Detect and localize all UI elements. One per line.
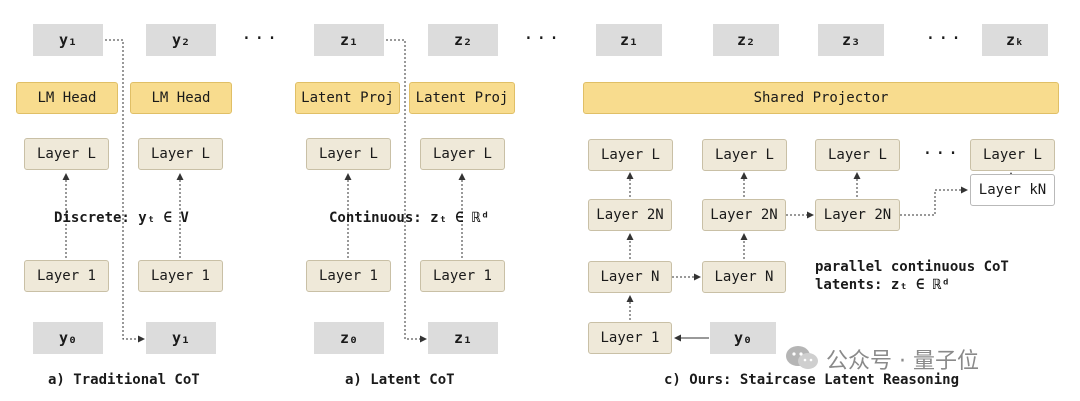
layer-l-b1: Layer L bbox=[306, 138, 391, 170]
token-y0-bottom: y₀ bbox=[33, 322, 103, 354]
layer-2n-c1: Layer 2N bbox=[588, 199, 672, 231]
layer-l-b2: Layer L bbox=[420, 138, 505, 170]
token-z1-c: z₁ bbox=[596, 24, 662, 56]
layer-l-c1: Layer L bbox=[588, 139, 673, 171]
token-z1-top: z₁ bbox=[314, 24, 384, 56]
token-z2-c: z₂ bbox=[713, 24, 779, 56]
layer-2n-c3: Layer 2N bbox=[815, 199, 900, 231]
ellipsis: ··· bbox=[241, 28, 280, 49]
token-zk-c: zₖ bbox=[982, 24, 1048, 56]
latent-proj-1: Latent Proj bbox=[295, 82, 400, 114]
token-y1-top: y₁ bbox=[33, 24, 103, 56]
ellipsis: ··· bbox=[922, 143, 961, 164]
layer-1-a2: Layer 1 bbox=[138, 260, 223, 292]
parallel-note-line1: parallel continuous CoT bbox=[815, 259, 1009, 275]
token-y1-bottom: y₁ bbox=[146, 322, 216, 354]
lm-head-2: LM Head bbox=[130, 82, 232, 114]
layer-1-c: Layer 1 bbox=[588, 322, 672, 354]
layer-kn: Layer kN bbox=[970, 174, 1055, 206]
watermark-text: 公众号 · 量子位 bbox=[826, 349, 979, 374]
discrete-annotation: Discrete: yₜ ∈ V bbox=[54, 210, 189, 226]
shared-projector: Shared Projector bbox=[583, 82, 1059, 114]
token-z1-bottom: z₁ bbox=[428, 322, 498, 354]
layer-2n-c2: Layer 2N bbox=[702, 199, 786, 231]
token-z3-c: z₃ bbox=[818, 24, 884, 56]
layer-1-a1: Layer 1 bbox=[24, 260, 109, 292]
layer-l-a1: Layer L bbox=[24, 138, 109, 170]
token-y0-c: y₀ bbox=[710, 322, 776, 354]
layer-l-c3: Layer L bbox=[815, 139, 900, 171]
continuous-annotation: Continuous: zₜ ∈ ℝᵈ bbox=[329, 210, 490, 226]
layer-1-b1: Layer 1 bbox=[306, 260, 391, 292]
layer-l-c2: Layer L bbox=[702, 139, 787, 171]
layer-l-c4: Layer L bbox=[970, 139, 1055, 171]
layer-n-c1: Layer N bbox=[588, 261, 672, 293]
lm-head-1: LM Head bbox=[16, 82, 118, 114]
caption-latent-cot: a) Latent CoT bbox=[345, 372, 455, 388]
layer-l-a2: Layer L bbox=[138, 138, 223, 170]
layer-1-b2: Layer 1 bbox=[420, 260, 505, 292]
caption-traditional-cot: a) Traditional CoT bbox=[48, 372, 200, 388]
latent-proj-2: Latent Proj bbox=[409, 82, 515, 114]
wechat-icon bbox=[786, 346, 818, 369]
token-y2-top: y₂ bbox=[146, 24, 216, 56]
ellipsis: ··· bbox=[523, 28, 562, 49]
parallel-note-line2: latents: zₜ ∈ ℝᵈ bbox=[815, 277, 950, 293]
token-z0-bottom: z₀ bbox=[314, 322, 384, 354]
layer-n-c2: Layer N bbox=[702, 261, 786, 293]
caption-staircase: c) Ours: Staircase Latent Reasoning bbox=[664, 372, 960, 388]
token-z2-top: z₂ bbox=[428, 24, 498, 56]
ellipsis: ··· bbox=[925, 28, 964, 49]
